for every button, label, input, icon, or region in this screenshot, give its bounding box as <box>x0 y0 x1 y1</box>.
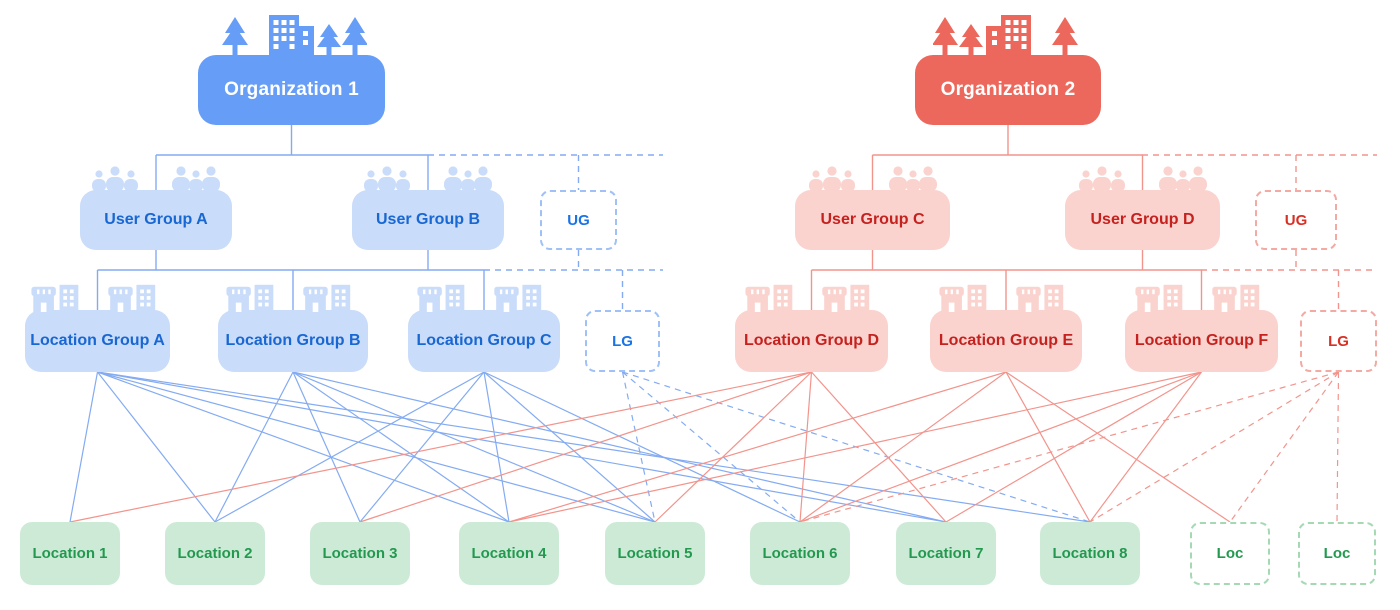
location-group-c-label: Location Group C <box>416 332 552 349</box>
people-group-icon <box>353 164 503 192</box>
location-6-label: Location 6 <box>762 545 838 562</box>
city-buildings-and-trees-icon <box>217 13 367 57</box>
location-2-node: Location 2 <box>165 522 265 585</box>
location-7-label: Location 7 <box>908 545 984 562</box>
generic-location-group-node-blue: LG <box>585 310 660 372</box>
generic-user-group-label: UG <box>1284 211 1308 229</box>
generic-user-group-node-blue: UG <box>540 190 617 250</box>
location-1-node: Location 1 <box>20 522 120 585</box>
user-group-a-label: User Group A <box>104 211 208 228</box>
people-group-icon <box>798 164 948 192</box>
user-group-b-node: User Group B <box>352 190 504 250</box>
user-group-c-node: User Group C <box>795 190 950 250</box>
user-group-d-node: User Group D <box>1065 190 1220 250</box>
location-6-node: Location 6 <box>750 522 850 585</box>
location-group-e-node: Location Group E <box>930 310 1082 372</box>
location-group-f-label: Location Group F <box>1134 332 1269 349</box>
storefronts-icon <box>739 282 884 312</box>
generic-user-group-node-red: UG <box>1255 190 1337 250</box>
generic-location-node-2: Loc <box>1298 522 1376 585</box>
location-3-label: Location 3 <box>322 545 398 562</box>
generic-location-group-label: LG <box>612 332 633 350</box>
generic-location-label: Loc <box>1323 545 1351 562</box>
location-8-label: Location 8 <box>1052 545 1128 562</box>
user-group-d-label: User Group D <box>1090 211 1195 228</box>
location-group-b-node: Location Group B <box>218 310 368 372</box>
city-buildings-and-trees-icon <box>933 13 1083 57</box>
location-1-label: Location 1 <box>32 545 108 562</box>
location-group-b-label: Location Group B <box>225 332 361 349</box>
storefronts-icon <box>412 282 557 312</box>
org2-label: Organization 2 <box>940 79 1076 100</box>
storefronts-icon <box>1129 282 1274 312</box>
generic-location-group-label: LG <box>1328 332 1349 350</box>
storefronts-icon <box>934 282 1079 312</box>
people-group-icon <box>1068 164 1218 192</box>
location-group-a-label: Location Group A <box>30 332 165 349</box>
location-2-label: Location 2 <box>177 545 253 562</box>
generic-location-label: Loc <box>1216 545 1244 562</box>
location-7-node: Location 7 <box>896 522 996 585</box>
user-group-b-label: User Group B <box>375 211 480 228</box>
people-group-icon <box>81 164 231 192</box>
location-group-a-node: Location Group A <box>25 310 170 372</box>
location-5-label: Location 5 <box>617 545 693 562</box>
user-group-c-label: User Group C <box>820 211 925 228</box>
storefronts-icon <box>221 282 366 312</box>
location-3-node: Location 3 <box>310 522 410 585</box>
location-group-f-node: Location Group F <box>1125 310 1278 372</box>
location-group-d-node: Location Group D <box>735 310 888 372</box>
generic-location-group-node-red: LG <box>1300 310 1377 372</box>
generic-location-node-1: Loc <box>1190 522 1270 585</box>
location-group-c-node: Location Group C <box>408 310 560 372</box>
location-4-node: Location 4 <box>459 522 559 585</box>
org1-node: Organization 1 <box>198 55 385 125</box>
location-5-node: Location 5 <box>605 522 705 585</box>
generic-user-group-label: UG <box>567 211 590 229</box>
user-group-a-node: User Group A <box>80 190 232 250</box>
org2-node: Organization 2 <box>915 55 1101 125</box>
storefronts-icon <box>25 282 170 312</box>
org1-label: Organization 1 <box>224 79 359 100</box>
location-group-e-label: Location Group E <box>938 332 1074 349</box>
location-4-label: Location 4 <box>471 545 547 562</box>
location-group-d-label: Location Group D <box>743 332 880 349</box>
location-8-node: Location 8 <box>1040 522 1140 585</box>
